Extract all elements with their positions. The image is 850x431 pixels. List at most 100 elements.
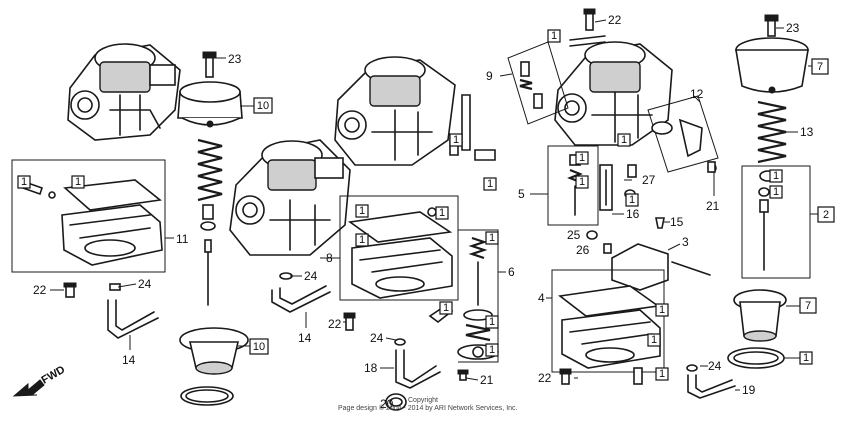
pilot-screw-set-9 (507, 41, 569, 125)
svg-text:7: 7 (817, 61, 823, 73)
fwd-label: FWD (40, 364, 68, 387)
callout-27: 27 (642, 173, 656, 187)
diaphragm-piston-10b (179, 327, 249, 375)
tag-1-q: 1 (655, 303, 669, 317)
svg-text:1: 1 (489, 316, 495, 328)
screw-21b-and-16 (633, 161, 716, 385)
callout-6: 6 (508, 265, 515, 279)
throttle-shaft-parts (449, 94, 496, 161)
small-parts-25-26 (586, 230, 612, 254)
screw-21a (457, 369, 469, 381)
forward-direction-indicator: FWD (12, 364, 68, 397)
copyright-notice: Copyright Page design © 2004 - 2014 by A… (338, 397, 518, 412)
svg-text:1: 1 (579, 176, 585, 188)
callout-3: 3 (682, 235, 689, 249)
callout-23: 23 (786, 21, 800, 35)
tag-2: 2 (817, 206, 835, 223)
callout-24: 24 (138, 277, 152, 291)
callout-4: 4 (538, 291, 545, 305)
callout-labels: 23 11 22 24 14 8 24 14 22 24 18 21 20 6 … (33, 13, 814, 411)
callout-15: 15 (670, 215, 684, 229)
tag-1-e: 1 (355, 233, 369, 247)
tag-1-k: 1 (483, 177, 497, 191)
callout-25: 25 (567, 228, 581, 242)
callout-20: 20 (380, 397, 394, 411)
tag-1-i: 1 (485, 343, 499, 357)
svg-text:1: 1 (773, 170, 779, 182)
o-ring-right (727, 347, 785, 369)
callout-26: 26 (576, 243, 590, 257)
svg-text:1: 1 (551, 30, 557, 42)
screw-23b (764, 14, 779, 37)
svg-text:1: 1 (453, 134, 459, 146)
copyright-line-2: Page design © 2004 - 2014 by ARI Network… (338, 404, 518, 412)
callout-23: 23 (228, 52, 242, 66)
svg-text:1: 1 (443, 302, 449, 314)
needle-group-2 (741, 165, 811, 279)
svg-text:1: 1 (359, 205, 365, 217)
float-chamber-group-8 (339, 195, 459, 301)
drain-screw-22a (50, 282, 77, 298)
callout-9: 9 (486, 69, 493, 83)
callout-16: 16 (626, 207, 640, 221)
svg-text:1: 1 (651, 334, 657, 346)
callout-22: 22 (538, 371, 552, 385)
carburetor-assembly-2 (229, 139, 351, 256)
svg-text:1: 1 (773, 186, 779, 198)
svg-text:1: 1 (489, 232, 495, 244)
spring-13 (757, 100, 787, 164)
svg-text:1: 1 (803, 352, 809, 364)
callout-24: 24 (708, 359, 722, 373)
o-ring-left (180, 386, 234, 406)
tag-1-g: 1 (439, 301, 453, 315)
callout-24: 24 (370, 331, 384, 345)
svg-text:1: 1 (487, 178, 493, 190)
screw-22d (559, 368, 572, 385)
callout-13: 13 (800, 125, 814, 139)
screw-22c (583, 8, 596, 31)
bracket-3 (611, 243, 711, 291)
o-ring-20 (385, 393, 407, 411)
callout-22: 22 (608, 13, 622, 27)
svg-text:1: 1 (659, 304, 665, 316)
tag-1-o: 1 (575, 175, 589, 189)
callout-22: 22 (33, 283, 47, 297)
carburetor-assembly-1 (67, 43, 181, 141)
vacuum-chamber-cover-7a (735, 37, 809, 94)
svg-text:2: 2 (823, 209, 829, 221)
callout-14: 14 (298, 331, 312, 345)
tag-1-m: 1 (617, 133, 631, 147)
tag-1-d: 1 (435, 206, 449, 220)
svg-text:1: 1 (621, 134, 627, 146)
boxed-tags: 10 10 7 7 2 1 1 1 1 1 1 1 1 1 1 1 1 1 1 … (17, 29, 835, 381)
callout-5: 5 (518, 187, 525, 201)
callout-18: 18 (364, 361, 378, 375)
screw-22b (343, 312, 356, 331)
jet-needle-left (200, 204, 216, 306)
tag-1-f: 1 (485, 231, 499, 245)
spring-left (197, 138, 223, 202)
diaphragm-piston-7b (733, 289, 787, 342)
tag-1-n: 1 (575, 151, 589, 165)
tag-1-r: 1 (647, 333, 661, 347)
svg-text:1: 1 (359, 234, 365, 246)
tag-1-s: 1 (655, 367, 669, 381)
tag-10-top: 10 (253, 97, 273, 114)
callout-12: 12 (690, 87, 704, 101)
svg-text:1: 1 (75, 176, 81, 188)
svg-text:1: 1 (439, 207, 445, 219)
svg-text:7: 7 (805, 300, 811, 312)
svg-text:10: 10 (257, 100, 269, 112)
tag-1-u: 1 (769, 185, 783, 199)
tag-1-b: 1 (71, 175, 85, 189)
carburetor-assembly-4 (554, 41, 673, 146)
tag-1-l: 1 (547, 29, 561, 43)
callout-21: 21 (480, 373, 494, 387)
svg-text:1: 1 (489, 344, 495, 356)
hose-14a (107, 283, 159, 339)
screw-23a (202, 51, 217, 78)
carburetor-assembly-3 (334, 56, 456, 166)
hose-14b (271, 285, 331, 313)
callout-8: 8 (326, 251, 333, 265)
